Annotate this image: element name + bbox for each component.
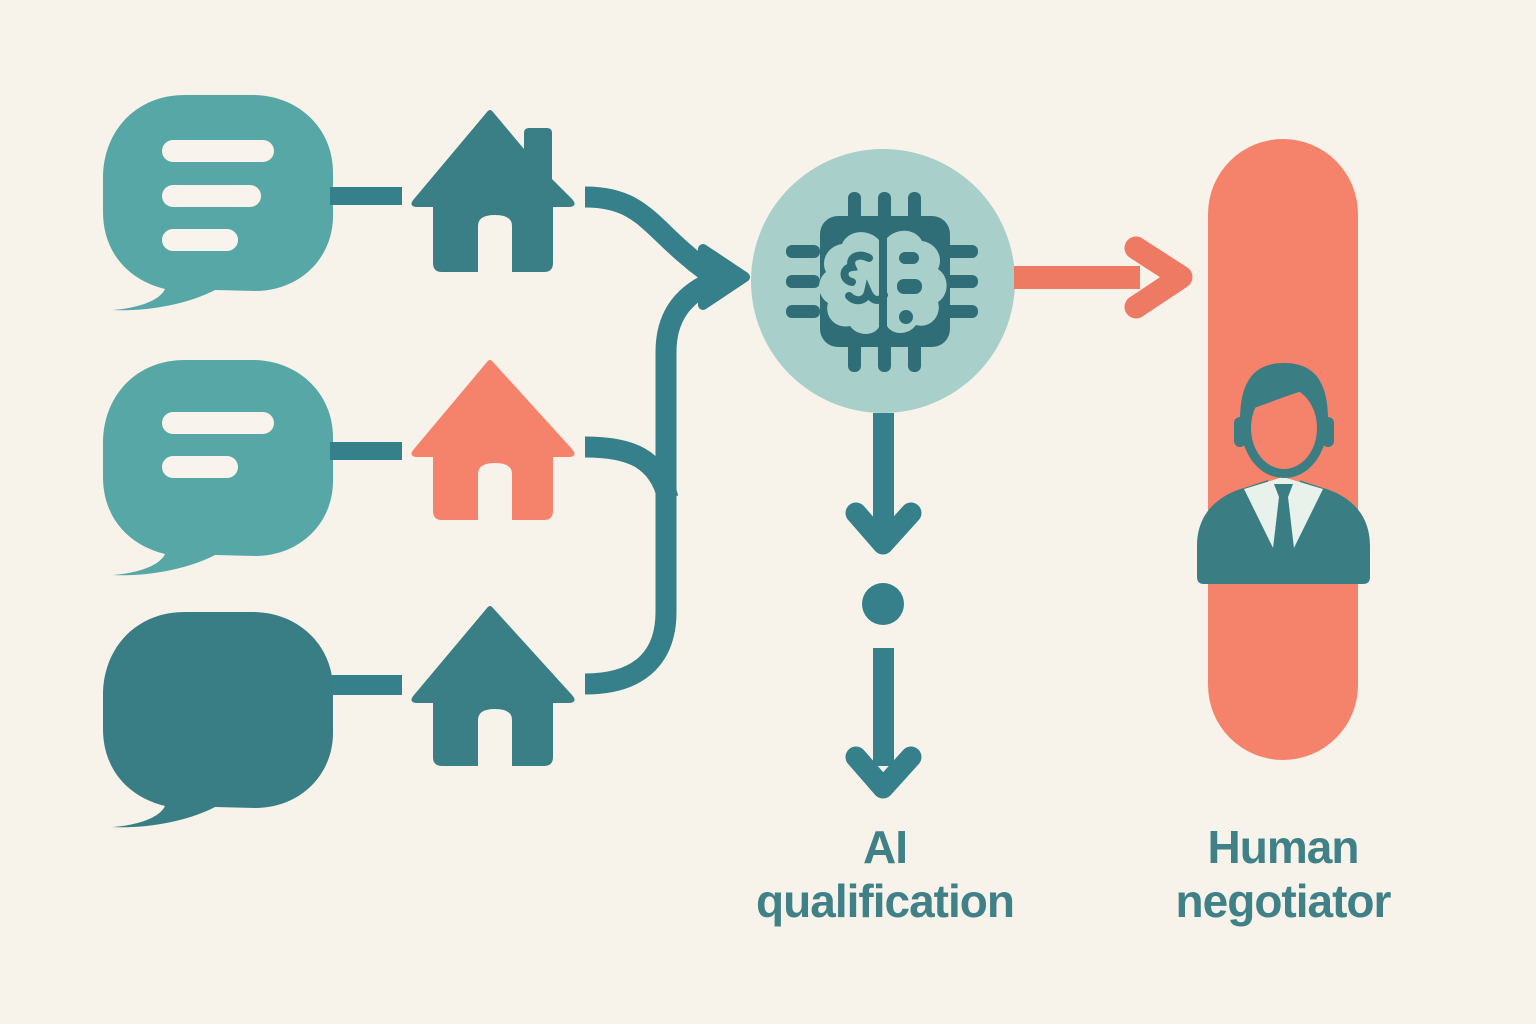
person-ear-left <box>1234 417 1246 447</box>
down-arrow-1-shaft <box>873 413 894 533</box>
chat-bubble-text-lines <box>162 140 274 478</box>
curve-from-house-2 <box>584 436 679 502</box>
down-arrow-1-head <box>845 502 922 555</box>
flow-dot <box>862 583 904 625</box>
right-arrow <box>1014 236 1193 319</box>
bubble2-line-1 <box>162 412 274 434</box>
chip-pin <box>786 245 820 258</box>
curve-from-house-3 <box>584 273 715 695</box>
brain-mark <box>899 310 913 324</box>
down-arrow-2-head <box>845 746 922 799</box>
bubble1-line-2 <box>162 185 261 207</box>
down-flow-arrows <box>845 413 922 799</box>
chip-pin <box>944 245 978 258</box>
human-negotiator-label-line1: Human <box>1207 821 1360 873</box>
chip-pin <box>944 305 978 318</box>
bubble1-line-1 <box>162 140 274 162</box>
connector-2 <box>330 442 402 460</box>
business-person-icon <box>1197 363 1370 584</box>
person-tie <box>1272 484 1295 572</box>
human-negotiator-label: Human negotiator <box>1103 820 1463 929</box>
bubble1-line-3 <box>162 229 238 251</box>
ai-qualification-label-line2: qualification <box>756 875 1015 928</box>
brain-squiggle <box>845 279 888 305</box>
right-arrow-head <box>1124 236 1193 319</box>
chip-pin <box>944 275 978 288</box>
bubble-house-connectors <box>330 187 402 695</box>
brain-mark <box>899 252 919 264</box>
merge-arrowhead-icon <box>698 244 750 310</box>
person-ear-right <box>1322 417 1334 447</box>
person-face <box>1251 387 1317 469</box>
brain-mark <box>897 279 922 294</box>
brain-squiggle <box>840 251 873 286</box>
house-1-icon <box>411 110 575 272</box>
curve-from-house-1 <box>584 186 715 281</box>
ai-qualification-label-line1: AI <box>863 821 908 873</box>
brain-fold-details <box>840 251 888 305</box>
merge-arrows <box>584 186 715 695</box>
connector-3 <box>330 675 402 695</box>
human-negotiator-label-line2: negotiator <box>1175 875 1392 928</box>
down-arrow-2-shaft <box>873 648 894 766</box>
chip-pin <box>786 305 820 318</box>
connector-1 <box>330 187 402 205</box>
bubble2-line-2 <box>162 456 238 478</box>
brain-circuit-marks <box>897 252 922 324</box>
right-arrow-shaft <box>1014 266 1140 289</box>
ai-qualification-label: AI qualification <box>705 820 1065 929</box>
person-hair-fringe <box>1251 376 1317 409</box>
chip-pin <box>786 275 820 288</box>
